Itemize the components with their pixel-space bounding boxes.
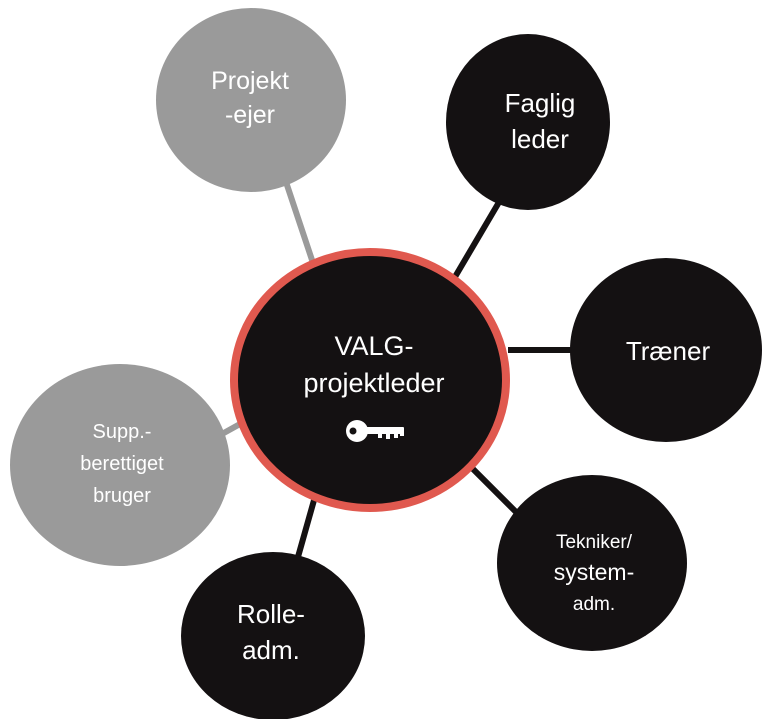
projektejer-label-line2: -ejer: [225, 101, 275, 129]
center-label-line2: projektleder: [303, 368, 444, 398]
traener-label: Træner: [626, 336, 711, 366]
key-icon: [346, 420, 404, 442]
connector-projektejer: [283, 181, 317, 267]
tekniker-label-line3: adm.: [573, 594, 615, 615]
tekniker-label-line2: system-: [554, 559, 635, 585]
supp-label-line1: Supp.-: [93, 421, 152, 443]
supp-label-line3: bruger: [93, 485, 151, 507]
tekniker-label-line1: Tekniker/: [556, 532, 633, 553]
node-tekniker: [497, 475, 687, 651]
faglig-leder-label-line1: Faglig: [505, 88, 576, 118]
connector-tekniker: [465, 461, 523, 519]
rolleadm-label-line1: Rolle-: [237, 599, 305, 629]
rolleadm-label-line2: adm.: [242, 635, 300, 665]
supp-label-line2: berettiget: [80, 453, 164, 475]
node-rolleadm: [181, 552, 365, 719]
connector-faglig-leder: [449, 190, 508, 284]
node-faglig-leder: [446, 34, 610, 210]
center-label-line1: VALG-: [334, 331, 413, 361]
faglig-leder-label-line2: leder: [511, 124, 569, 154]
node-center: [230, 248, 510, 512]
node-projektejer: [156, 8, 346, 192]
projektejer-label-line1: Projekt: [211, 67, 289, 95]
node-traener: [570, 258, 762, 442]
connector-supp: [220, 421, 242, 437]
node-supp: [10, 364, 230, 566]
